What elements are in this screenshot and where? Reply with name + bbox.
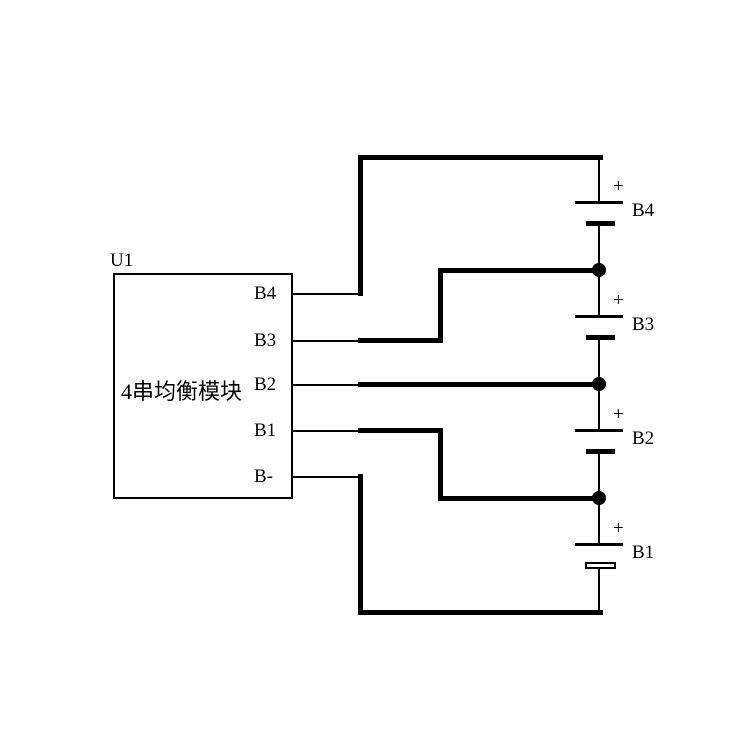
battery-b2-plus-sign: + [613,404,624,425]
battery-b2-negative-plate [586,449,615,454]
wire-b3-pin-stub [293,340,360,342]
pin-label-b4: B4 [254,283,277,304]
battery-b4-negative-plate [586,221,615,226]
wire-b3-horizontal-to-junction [438,268,599,273]
wire-chain-b1-to-bottom [598,566,600,612]
battery-b3-positive-plate [575,315,623,318]
junction-dot-b3-b2 [592,377,606,391]
module-designator: U1 [110,250,134,271]
battery-b1-label: B1 [632,542,655,563]
wire-b3-vertical-jog [438,268,443,343]
wire-b3-horizontal-from-pin [358,338,443,343]
module-name: 4串均衡模块 [121,379,243,404]
wire-b4-top-horizontal [358,155,603,160]
battery-b2-label: B2 [632,428,655,449]
battery-b4-plus-sign: + [613,176,624,197]
wire-chain-top-to-b4 [598,157,600,203]
module-box [113,273,293,499]
wire-b1-pin-stub [293,430,360,432]
battery-b3-label: B3 [632,314,655,335]
battery-b1-positive-plate [575,543,623,546]
battery-b3-plus-sign: + [613,290,624,311]
wire-bminus-vertical-drop [358,474,363,615]
wire-b4-vertical-riser [358,155,363,296]
pin-label-bminus: B- [254,466,273,487]
wire-b2-horizontal-to-junction [358,382,599,387]
battery-b4-positive-plate [575,201,623,204]
pin-label-b3: B3 [254,330,277,351]
wire-bminus-bottom-horizontal [358,610,603,615]
wire-b1-horizontal-to-junction [438,496,599,501]
wire-bminus-pin-stub [293,476,363,478]
wire-b1-horizontal-from-pin [358,428,443,433]
battery-b3-negative-plate [586,335,615,340]
battery-b2-positive-plate [575,429,623,432]
wire-b4-pin-stub [293,293,363,295]
junction-dot-b4-b3 [592,263,606,277]
pin-label-b2: B2 [254,374,277,395]
battery-b4-label: B4 [632,200,655,221]
pin-label-b1: B1 [254,420,277,441]
wire-b2-pin-stub [293,384,360,386]
junction-dot-b2-b1 [592,491,606,505]
wire-b1-vertical-jog [438,428,443,501]
battery-b1-negative-plate [585,562,616,569]
battery-b1-plus-sign: + [613,518,624,539]
